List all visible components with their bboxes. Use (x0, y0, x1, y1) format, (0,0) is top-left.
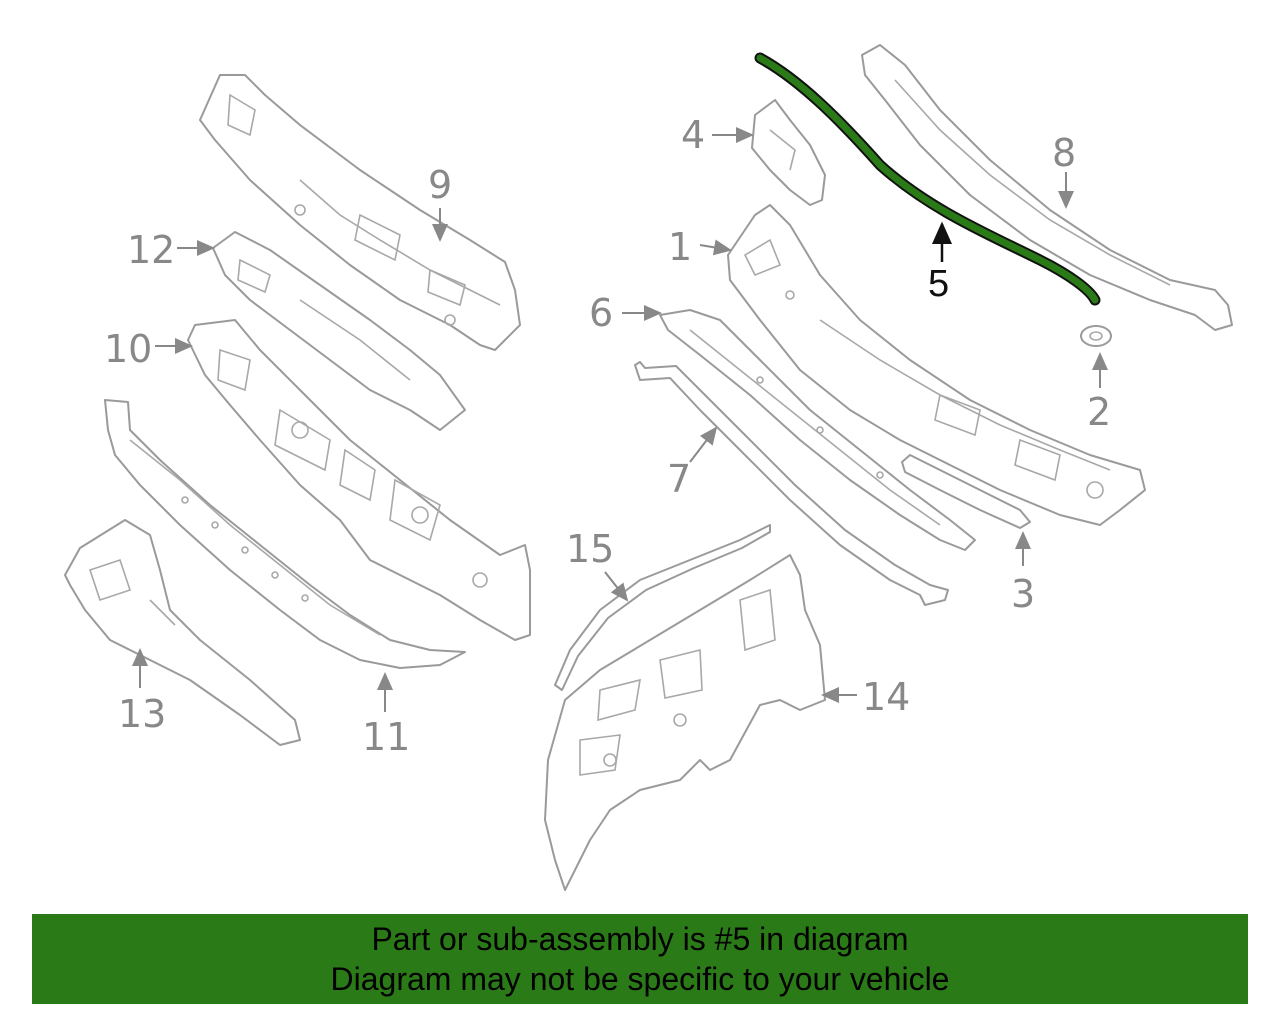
leader-lines (132, 127, 1108, 712)
callout-11: 11 (362, 715, 410, 759)
callout-10: 10 (104, 327, 152, 371)
callout-1: 1 (668, 225, 692, 269)
part-1-shape (727, 204, 1146, 526)
part-13-shape (64, 519, 301, 746)
callout-13: 13 (118, 692, 166, 736)
callout-7: 7 (667, 457, 691, 501)
callout-2: 2 (1087, 390, 1111, 434)
callout-15: 15 (566, 527, 614, 571)
part-9-shape (199, 74, 521, 351)
part-6-shape (659, 309, 976, 551)
callout-12: 12 (127, 228, 175, 272)
callout-6: 6 (589, 291, 613, 335)
banner-line-disclaimer: Diagram may not be specific to your vehi… (330, 961, 950, 997)
callout-4: 4 (681, 113, 705, 157)
callout-9: 9 (428, 163, 452, 207)
part-7-shape (634, 361, 949, 606)
part-3-shape (901, 454, 1031, 529)
callout-8: 8 (1052, 131, 1076, 175)
part-4-shape (751, 99, 826, 206)
info-banner: Part or sub-assembly is #5 in diagram Di… (32, 914, 1248, 1004)
part-14-shape (544, 554, 826, 891)
part-10-shape (187, 319, 531, 641)
callout-14: 14 (862, 675, 910, 719)
part-5-highlighted-seal (754, 52, 1101, 306)
part-8-shape (861, 44, 1233, 331)
part-11-shape (104, 399, 466, 669)
callout-3: 3 (1011, 572, 1035, 616)
part-2-shape (1080, 325, 1112, 347)
callout-5: 5 (928, 263, 949, 305)
banner-line-part-number: Part or sub-assembly is #5 in diagram (371, 921, 909, 957)
part-12-shape (212, 231, 466, 431)
